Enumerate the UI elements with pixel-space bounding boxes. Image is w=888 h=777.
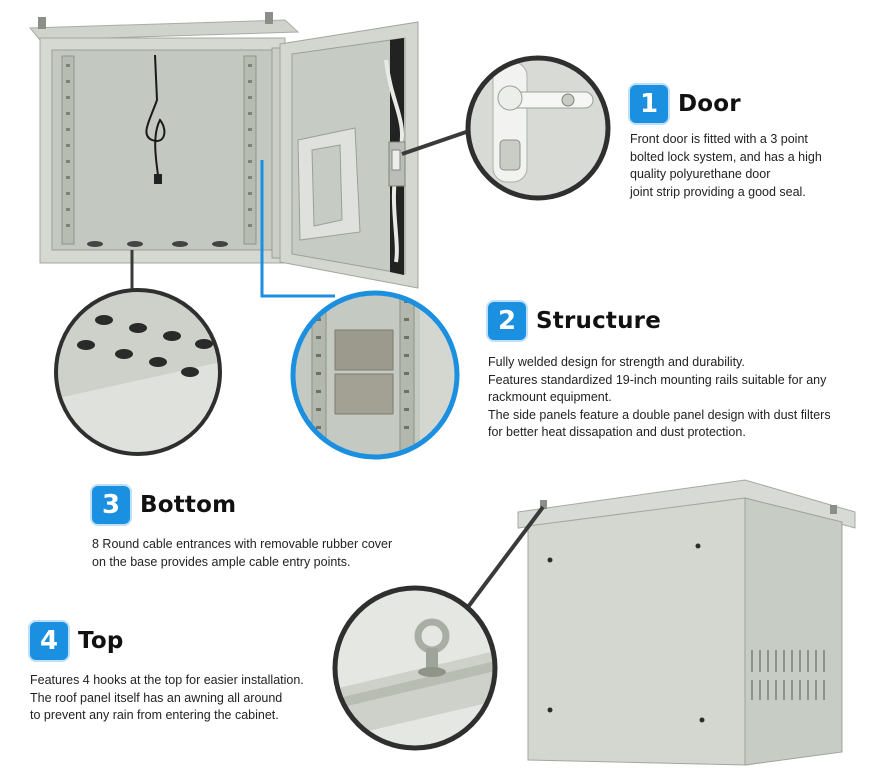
description-line: The roof panel itself has an awning all …: [30, 690, 283, 705]
feature-bottom-number-badge: 3: [92, 486, 130, 524]
feature-top-heading: 4 Top: [30, 622, 124, 660]
description-line: on the base provides ample cable entry p…: [92, 554, 351, 569]
feature-door-title: Door: [678, 91, 741, 117]
feature-bottom-description: 8 Round cable entrances with removable r…: [92, 536, 392, 571]
description-line: The side panels feature a double panel d…: [488, 407, 831, 422]
description-line: Features standardized 19-inch mounting r…: [488, 372, 827, 387]
feature-structure-title: Structure: [536, 308, 662, 334]
feature-structure-number-badge: 2: [488, 302, 526, 340]
description-line: rackmount equipment.: [488, 390, 612, 404]
feature-top-number-badge: 4: [30, 622, 68, 660]
description-line: 8 Round cable entrances with removable r…: [92, 537, 393, 551]
feature-door-description: Front door is fitted with a 3 point bolt…: [630, 131, 822, 201]
feature-door-number-badge: 1: [630, 85, 668, 123]
description-line: Front door is fitted with a 3 point: [630, 132, 808, 146]
description-line: Features 4 hooks at the top for easier i…: [30, 673, 304, 687]
description-line: bolted lock system, and has a high: [630, 149, 822, 164]
feature-door-heading: 1 Door: [630, 85, 741, 123]
feature-structure-heading: 2 Structure: [488, 302, 661, 340]
feature-structure-description: Fully welded design for strength and dur…: [488, 354, 831, 442]
feature-bottom-heading: 3 Bottom: [92, 486, 236, 524]
feature-bottom-title: Bottom: [140, 492, 237, 518]
description-line: to prevent any rain from entering the ca…: [30, 708, 279, 722]
description-line: joint strip providing a good seal.: [630, 184, 806, 199]
description-line: Fully welded design for strength and dur…: [488, 355, 745, 369]
feature-top-title: Top: [78, 628, 124, 654]
description-line: quality polyurethane door: [630, 167, 771, 181]
description-line: for better heat dissapation and dust pro…: [488, 425, 746, 439]
feature-top-description: Features 4 hooks at the top for easier i…: [30, 672, 304, 725]
